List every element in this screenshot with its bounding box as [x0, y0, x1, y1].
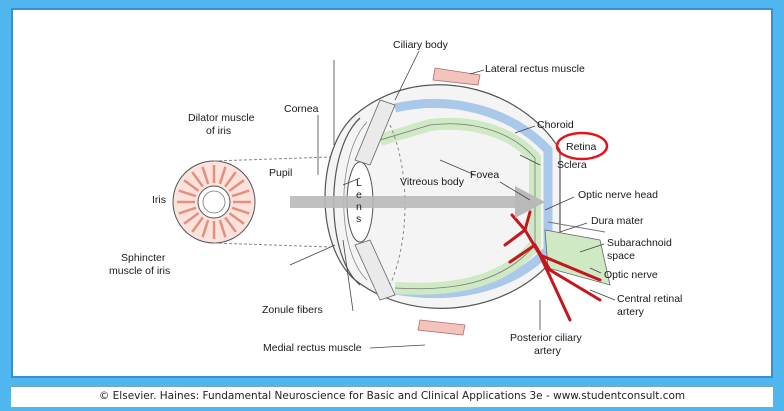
label-retina: Retina [566, 141, 597, 153]
footer-bar: © Elsevier. Haines: Fundamental Neurosci… [11, 386, 773, 407]
ciliary-body-bottom [354, 239, 396, 301]
label-dilator-muscle-line1: Dilator muscle [188, 112, 255, 124]
iris-dilator-fiber [201, 219, 210, 238]
copyright-credit: © Elsevier. Haines: Fundamental Neurosci… [98, 390, 686, 402]
label-posterior-ciliary-line2: artery [534, 345, 562, 357]
label-iris: Iris [152, 194, 166, 206]
label-vitreous-body: Vitreous body [400, 176, 465, 188]
optic-nerve-shape [544, 229, 611, 286]
central-retinal-artery [503, 210, 602, 322]
label-central-retinal-line2: artery [617, 306, 645, 318]
iris-dilator-fiber [224, 171, 237, 188]
label-choroid: Choroid [537, 119, 574, 131]
label-medial-rectus-muscle: Medial rectus muscle [263, 342, 362, 354]
iris-dilator-fiber [178, 206, 197, 215]
label-lens-e: e [356, 189, 362, 201]
figure-frame: Ciliary body Lateral rectus muscle Corne… [11, 8, 773, 378]
label-fovea: Fovea [470, 169, 499, 181]
label-optic-nerve: Optic nerve [604, 269, 658, 281]
iris-dilator-fiber [228, 212, 245, 225]
label-ciliary-body: Ciliary body [393, 39, 449, 51]
label-subarachnoid-line2: space [607, 250, 635, 262]
iris-dilator-fiber [201, 166, 210, 185]
ciliary-body-top [354, 99, 396, 166]
label-cornea: Cornea [284, 103, 319, 115]
lateral-rectus-muscle [432, 67, 481, 86]
iris-dilator-fiber [178, 189, 197, 198]
label-dilator-muscle-line2: of iris [206, 125, 231, 137]
visual-axis-arrow [290, 186, 545, 218]
retina-highlight-circle [555, 131, 609, 161]
iris-detail [172, 156, 331, 248]
iris-dilator-fiber [231, 206, 250, 215]
label-sclera: Sclera [557, 159, 587, 171]
iris-dilator-fiber [231, 189, 250, 198]
label-sphincter-line1: Sphincter [121, 252, 166, 264]
label-central-retinal-line1: Central retinal [617, 293, 682, 305]
iris-dilator-fiber [191, 216, 204, 233]
iris-dilator-fiber [191, 171, 204, 188]
label-dura-mater: Dura mater [591, 215, 644, 227]
iris-dilator-fiber [224, 216, 237, 233]
iris-dilator-fiber [183, 179, 200, 192]
label-lens-n: n [356, 201, 362, 213]
label-lateral-rectus-muscle: Lateral rectus muscle [485, 63, 585, 75]
label-sphincter-line2: muscle of iris [109, 265, 170, 277]
iris-dilator-fiber [218, 166, 227, 185]
medial-rectus-muscle [417, 319, 466, 336]
iris-dilator-fiber [183, 212, 200, 225]
label-zonule-fibers: Zonule fibers [262, 304, 323, 316]
iris-dilator-fiber [218, 219, 227, 238]
label-subarachnoid-line1: Subarachnoid [607, 237, 672, 249]
eye-anatomy-diagram: Ciliary body Lateral rectus muscle Corne… [109, 39, 682, 357]
iris-dilator-fiber [228, 179, 245, 192]
label-optic-nerve-head: Optic nerve head [578, 189, 658, 201]
label-pupil: Pupil [269, 167, 292, 179]
label-lens-l: L [356, 177, 362, 189]
label-posterior-ciliary-line1: Posterior ciliary [510, 332, 583, 344]
label-lens-s: s [356, 213, 361, 225]
